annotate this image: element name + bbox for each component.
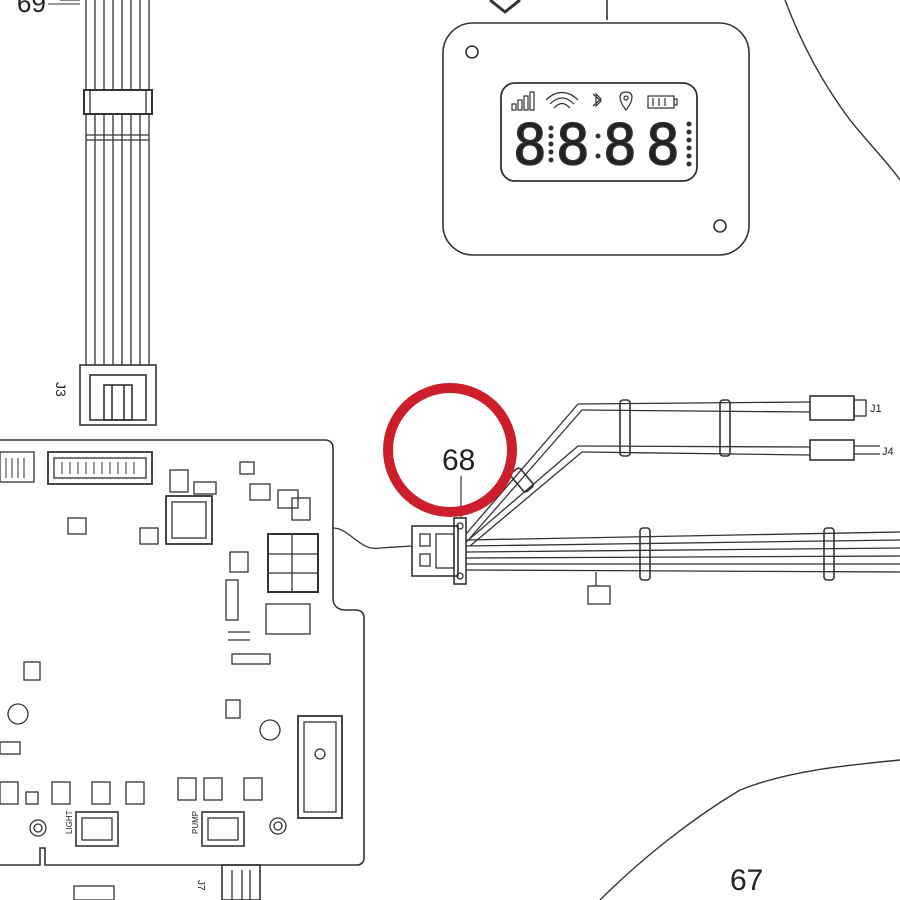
- wifi-icon: [545, 91, 579, 109]
- display-digit-4: 8: [646, 113, 680, 178]
- board-label-pump: PUMP: [191, 811, 200, 834]
- signal-icon: [511, 91, 535, 111]
- board-label-light: LIGHT: [65, 810, 74, 834]
- housing-outline: [599, 0, 900, 900]
- circuit-board: [0, 439, 365, 866]
- board-label-j7: J7: [195, 880, 206, 891]
- right-harness: [332, 395, 900, 605]
- callout-69: 69: [17, 0, 46, 18]
- display-digits: 8 8 8 8: [512, 112, 692, 179]
- connector-label-right-top: J1: [870, 403, 882, 415]
- display-digit-1: 8: [513, 113, 547, 178]
- connector-label-right-mid: J4: [882, 446, 894, 458]
- callout-68: 68: [442, 444, 475, 477]
- location-pin-icon: [619, 91, 633, 111]
- ribbon-harness: [60, 0, 153, 365]
- display-digit-2: 8: [556, 113, 590, 178]
- bluetooth-icon: [592, 92, 602, 108]
- connector-label-harness-plug: J3: [53, 382, 69, 397]
- display-icons: [511, 91, 678, 111]
- harness-plug: [79, 364, 157, 426]
- display-digit-3: 8: [603, 113, 637, 178]
- display-panel: [442, 0, 750, 256]
- battery-icon: [647, 95, 678, 109]
- callout-67: 67: [730, 864, 763, 897]
- board-components: [0, 451, 343, 900]
- highlight-circle: [383, 383, 517, 517]
